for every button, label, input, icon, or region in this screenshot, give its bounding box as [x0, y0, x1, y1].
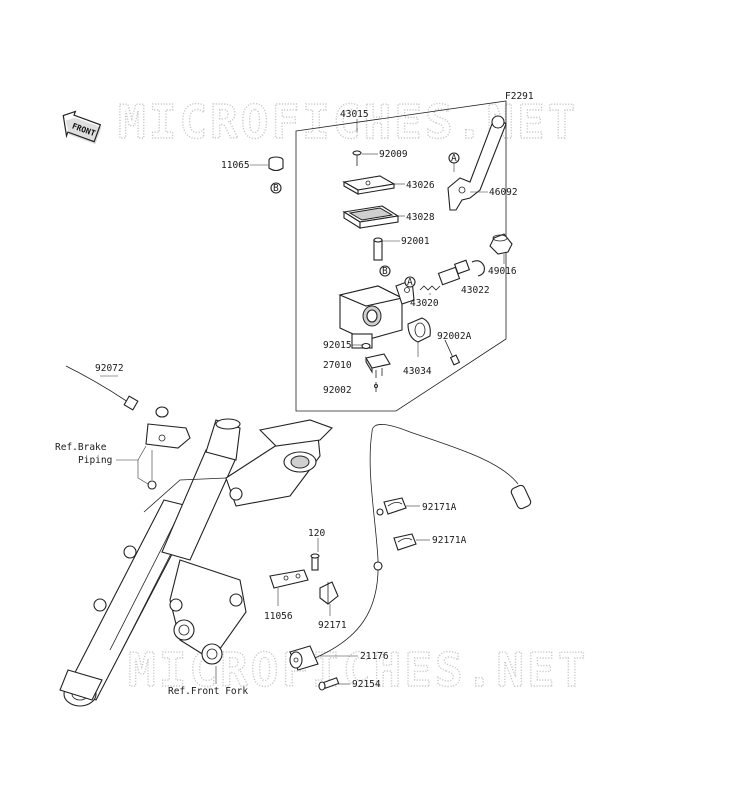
part-label-92002A: 92002A [437, 331, 472, 342]
part-label-92154: 92154 [352, 679, 381, 690]
bracket-11056 [269, 569, 309, 589]
figure-code: F2291 [505, 91, 534, 102]
switch-27010 [365, 353, 391, 378]
screw-92002 [373, 382, 379, 392]
part-label-43015: 43015 [340, 109, 369, 120]
screw-92009 [352, 150, 362, 166]
svg-text:B: B [273, 183, 279, 194]
part-label-11056: 11056 [264, 611, 293, 622]
part-label-92002: 92002 [323, 385, 352, 396]
reservoir-cap-43026 [342, 175, 396, 195]
lever-46092 [447, 115, 507, 211]
part-label-92171A-upper: 92171A [422, 502, 457, 513]
part-label-43022: 43022 [461, 285, 490, 296]
part-label-46092: 46092 [489, 187, 518, 198]
bolt-92002A [444, 339, 461, 366]
part-label-92001: 92001 [401, 236, 430, 247]
part-label-92072: 92072 [95, 363, 124, 374]
brake-hose-fitting [145, 406, 191, 490]
bolt-92001 [373, 237, 383, 261]
svg-text:A: A [451, 153, 457, 164]
svg-text:A: A [407, 277, 413, 288]
part-label-120: 120 [308, 528, 325, 539]
marker-a-body [404, 276, 416, 288]
diaphragm-43028 [342, 205, 400, 229]
part-label-11065: 11065 [221, 160, 250, 171]
master-cylinder-body [338, 279, 415, 349]
part-label-21176: 21176 [360, 651, 389, 662]
part-label-27010: 27010 [323, 360, 352, 371]
clip-92171A-lower [393, 533, 417, 551]
clamp-92171 [319, 581, 339, 605]
sensor-21176 [289, 645, 319, 671]
front-fork [59, 418, 333, 707]
clip-92171A-upper [383, 497, 407, 515]
part-label-92009: 92009 [379, 149, 408, 160]
part-label-43028: 43028 [406, 212, 435, 223]
marker-b-cap [270, 182, 282, 194]
bolt-92154 [318, 677, 340, 691]
ref-brake-piping-line1: Ref.Brake [55, 442, 107, 453]
marker-b-body [379, 265, 391, 277]
watermark-top: MICROFICHES.NET [118, 95, 578, 149]
bolt-120 [310, 553, 320, 571]
ref-brake-piping-line2: Piping [78, 455, 112, 466]
part-label-92171: 92171 [318, 620, 347, 631]
brake-pipe-92072 [65, 365, 139, 411]
ref-front-fork: Ref.Front Fork [168, 686, 248, 697]
cap-11065 [268, 156, 284, 172]
assembly-group-box [295, 100, 507, 412]
piston-43020 [419, 259, 471, 291]
washer-92015 [361, 342, 371, 350]
cap-49016 [489, 233, 513, 255]
boot-43022 [471, 260, 485, 277]
sensor-cable [309, 424, 532, 661]
part-label-43026: 43026 [406, 180, 435, 191]
part-label-92015: 92015 [323, 340, 352, 351]
part-label-43034: 43034 [403, 366, 432, 377]
part-label-49016: 49016 [488, 266, 517, 277]
front-direction-badge: FRONT [62, 110, 102, 145]
clamp-43034 [407, 317, 431, 343]
part-label-43020: 43020 [410, 298, 439, 309]
part-label-92171A-lower: 92171A [432, 535, 467, 546]
svg-text:B: B [382, 266, 388, 277]
